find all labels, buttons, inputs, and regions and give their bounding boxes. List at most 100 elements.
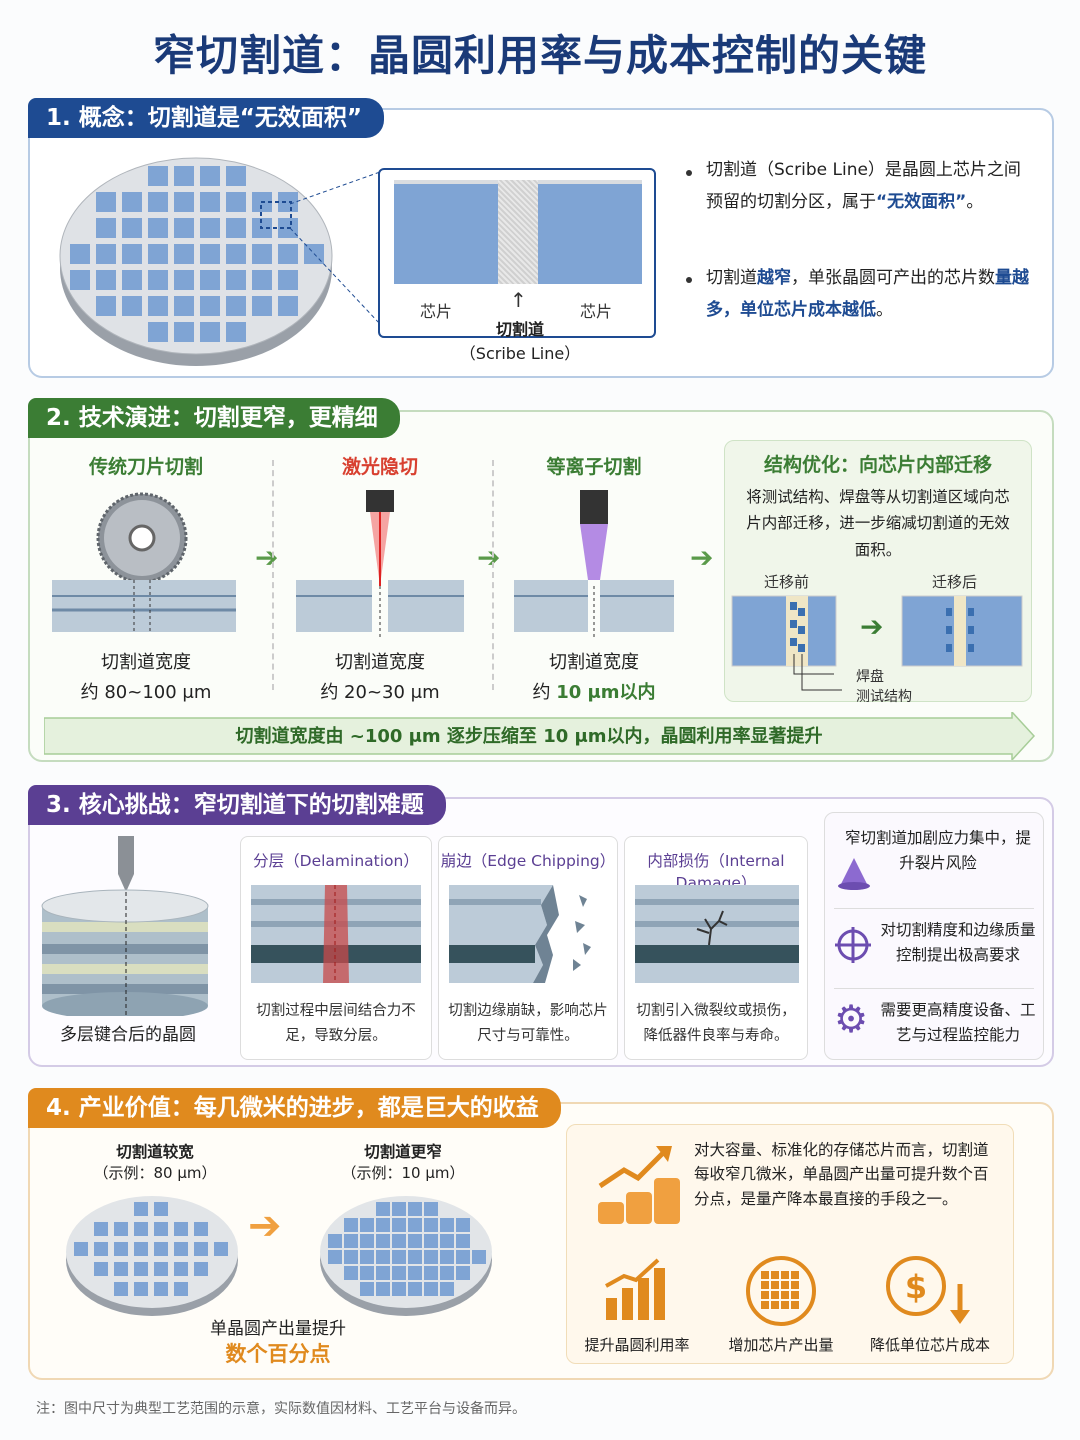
wafer-chip	[376, 1266, 390, 1280]
chip-right-label: 芯片	[580, 302, 613, 321]
stacked-wafer-label: 多层键合后的晶圆	[60, 1025, 196, 1045]
wafer-chip	[134, 1282, 148, 1296]
wafer-chip	[200, 270, 220, 290]
wafer-chip	[424, 1218, 438, 1232]
wafer-chip	[154, 1222, 168, 1236]
wafer-chip	[440, 1250, 454, 1264]
progress-arrow-text: 切割道宽度由 ~100 μm 逐步压缩至 10 μm以内，晶圆利用率显著提升	[235, 726, 823, 747]
divider	[834, 908, 1034, 909]
wafer-chip	[122, 192, 142, 212]
wafer-chip	[148, 218, 168, 238]
wafer-chip	[424, 1250, 438, 1264]
chip-cell	[761, 1281, 769, 1289]
zoom-box: 芯片 芯片 ↑	[378, 168, 656, 338]
wafer-chip	[456, 1266, 470, 1280]
card-title: 崩边（Edge Chipping）	[440, 852, 616, 870]
wafer-chip	[114, 1282, 128, 1296]
narrow-wafer-sub: （示例：10 μm）	[341, 1164, 465, 1182]
wafer-chip	[96, 218, 116, 238]
wafer-chip	[252, 270, 272, 290]
chip-cell	[771, 1271, 779, 1279]
wafer-chip	[194, 1242, 208, 1256]
optimization-title: 结构优化：向芯片内部迁移	[763, 454, 992, 476]
zoom-lines	[290, 171, 381, 325]
wafer-chip	[134, 1242, 148, 1256]
wafer-chip	[252, 244, 272, 264]
chip-cell	[761, 1291, 769, 1299]
wafer-chip	[174, 270, 194, 290]
wafer-chip	[174, 244, 194, 264]
chip-left-label: 芯片	[420, 302, 453, 321]
footnote: 注：图中尺寸为典型工艺范围的示意，实际数值因材料、工艺平台与设备而异。	[36, 1401, 526, 1417]
wafer-chip	[360, 1234, 374, 1248]
wafer-chip	[408, 1282, 422, 1296]
wafer-chip	[134, 1222, 148, 1236]
wafer-chip	[392, 1234, 406, 1248]
card-title: 分层（Delamination）	[253, 852, 419, 870]
coins-growth-icon	[598, 1146, 680, 1224]
challenge-card-internal-damage: 内部损伤（Internal Damage） 切割引入微裂纹或损伤，降低器件良率与…	[624, 836, 808, 1060]
section-challenge-heading: 3. 核心挑战：窄切割道下的切割难题	[28, 785, 446, 825]
divider	[834, 988, 1034, 989]
laser-illustration	[296, 490, 464, 640]
yield-line: 单晶圆产出量提升	[210, 1319, 346, 1339]
wafer-chip	[96, 244, 116, 264]
bullet-2: 切割道越窄，单张晶圆可产出的芯片数量越多，单位芯片成本越低。	[706, 268, 1029, 321]
wafer-chip	[376, 1202, 390, 1216]
chip-right	[538, 180, 642, 284]
wafer-chip	[174, 1262, 188, 1276]
plasma-illustration	[514, 490, 674, 640]
wafer-chip	[200, 192, 220, 212]
wafer-chip	[226, 166, 246, 186]
bar-growth-icon	[605, 1258, 665, 1320]
divider	[492, 460, 494, 690]
wafer-chip	[252, 296, 272, 316]
chip-cell	[791, 1301, 799, 1309]
section-value-heading: 4. 产业价值：每几微米的进步，都是巨大的收益	[28, 1088, 561, 1128]
chip-cell	[791, 1291, 799, 1299]
divider	[272, 460, 274, 690]
tech-blade-title: 传统刀片切割	[88, 456, 203, 478]
wafer-chip	[226, 270, 246, 290]
wafer-chip	[114, 1262, 128, 1276]
wafer-chip	[376, 1218, 390, 1232]
wafer-chip	[148, 296, 168, 316]
chip-cell	[781, 1271, 789, 1279]
stacked-wafer-illustration	[41, 836, 209, 1016]
wafer-chip	[278, 296, 298, 316]
wafer-chip	[74, 1242, 88, 1256]
wafer-chip	[440, 1234, 454, 1248]
wafer-chip	[472, 1250, 486, 1264]
wide-wafer-title: 切割道较宽	[116, 1143, 194, 1161]
wafer-chip	[408, 1218, 422, 1232]
wafer-chip	[456, 1250, 470, 1264]
wafer-chip	[408, 1234, 422, 1248]
wafer-chip	[148, 192, 168, 212]
wafer-chip	[122, 244, 142, 264]
wide-wafer-illustration	[66, 1196, 238, 1316]
laser-width-value: 约 20~30 μm	[320, 682, 440, 703]
wafer-chip	[226, 192, 246, 212]
value-text: 对大容量、标准化的存储芯片而言，切割道每收窄几微米，单晶圆产出量可提升数个百分点…	[694, 1141, 989, 1208]
challenge-card-chipping: 崩边（Edge Chipping） 切割边缘崩缺，影响芯片尺寸与可靠性。	[438, 836, 618, 1060]
test-structure-label: 测试结构	[856, 689, 912, 705]
chip-cell	[761, 1301, 769, 1309]
wafer-chip	[456, 1234, 470, 1248]
wafer-chip	[114, 1242, 128, 1256]
wafer-chip	[214, 1242, 228, 1256]
wafer-chip	[200, 296, 220, 316]
blade-illustration	[52, 492, 236, 632]
chip-cell	[771, 1281, 779, 1289]
arrow-right-icon: ➔	[248, 1203, 282, 1249]
wafer-chip	[328, 1250, 342, 1264]
wafer-chip	[408, 1250, 422, 1264]
wafer-chip	[94, 1262, 108, 1276]
wafer-chip	[424, 1282, 438, 1296]
wafer-chip	[344, 1250, 358, 1264]
chip-cell	[791, 1281, 799, 1289]
delamination-illustration	[251, 885, 421, 983]
chip-cell	[771, 1291, 779, 1299]
progress-arrow	[44, 712, 1036, 760]
bullet-dot	[686, 170, 692, 176]
wafer-chip	[174, 192, 194, 212]
